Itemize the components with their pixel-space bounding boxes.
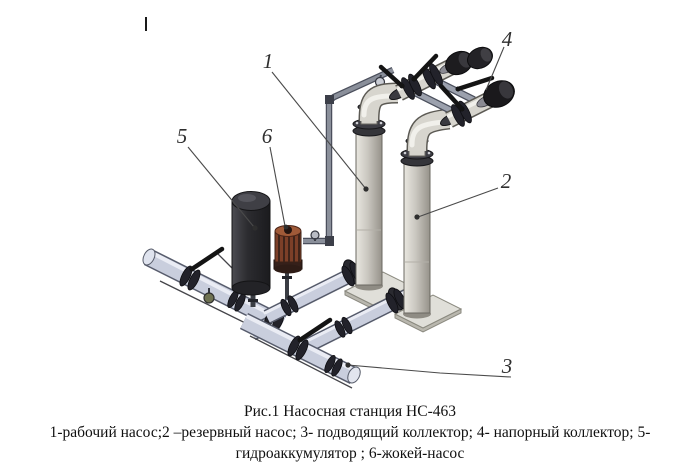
pump2-riser (400, 137, 434, 319)
suction-branch-pump1 (263, 259, 371, 324)
callout-number-3: 3 (501, 354, 513, 378)
callout-leaders (187, 46, 512, 378)
pump1-riser (352, 103, 386, 291)
leader-dot (283, 224, 289, 230)
valve-lever (297, 317, 333, 343)
text-cursor-mark (145, 17, 147, 31)
figure-caption-title: Рис.1 Насосная станция НС-463 (244, 403, 456, 420)
callout-number-6: 6 (262, 124, 273, 148)
pressure-manifold (378, 46, 515, 128)
pressure-gauge-icon (310, 230, 320, 240)
pipe-elbow-fitting (325, 95, 334, 104)
pipe-elbow-fitting (325, 236, 334, 246)
leader-dot (363, 186, 369, 192)
callout-number-1: 1 (263, 49, 274, 73)
callout-number-2: 2 (501, 169, 512, 193)
figure-caption-legend-line2: гидроаккумулятор ; 6-жокей-насос (235, 445, 465, 462)
pipe-open-end (142, 248, 156, 266)
valve-lever (438, 83, 465, 112)
valve-lever (378, 64, 405, 89)
jockey-connection-stub (282, 270, 292, 300)
hydroaccumulator-tank (231, 191, 271, 296)
pressure-gauge-icon (203, 292, 215, 304)
figure-caption: Рис.1 Насосная станция НС-463 1-рабочий … (0, 401, 700, 464)
pipe-open-end (347, 366, 361, 384)
callout-number-4: 4 (502, 27, 513, 51)
leader-dot (252, 225, 258, 231)
callout-number-5: 5 (177, 124, 188, 148)
leader-dot (414, 214, 420, 220)
suction-collector-front-run (239, 312, 361, 389)
figure-caption-legend-line1: 1-рабочий насос;2 –резервный насос; 3- п… (49, 424, 651, 441)
jockey-pump (273, 225, 303, 274)
butterfly-valve (385, 287, 407, 314)
butterfly-valve (287, 317, 333, 361)
valve-lever (411, 53, 439, 82)
leader-dot (345, 362, 351, 368)
butterfly-valve (179, 246, 225, 291)
valve-lever (189, 246, 225, 272)
valve-lever (455, 75, 495, 92)
suction-branch-pump2 (297, 284, 421, 356)
